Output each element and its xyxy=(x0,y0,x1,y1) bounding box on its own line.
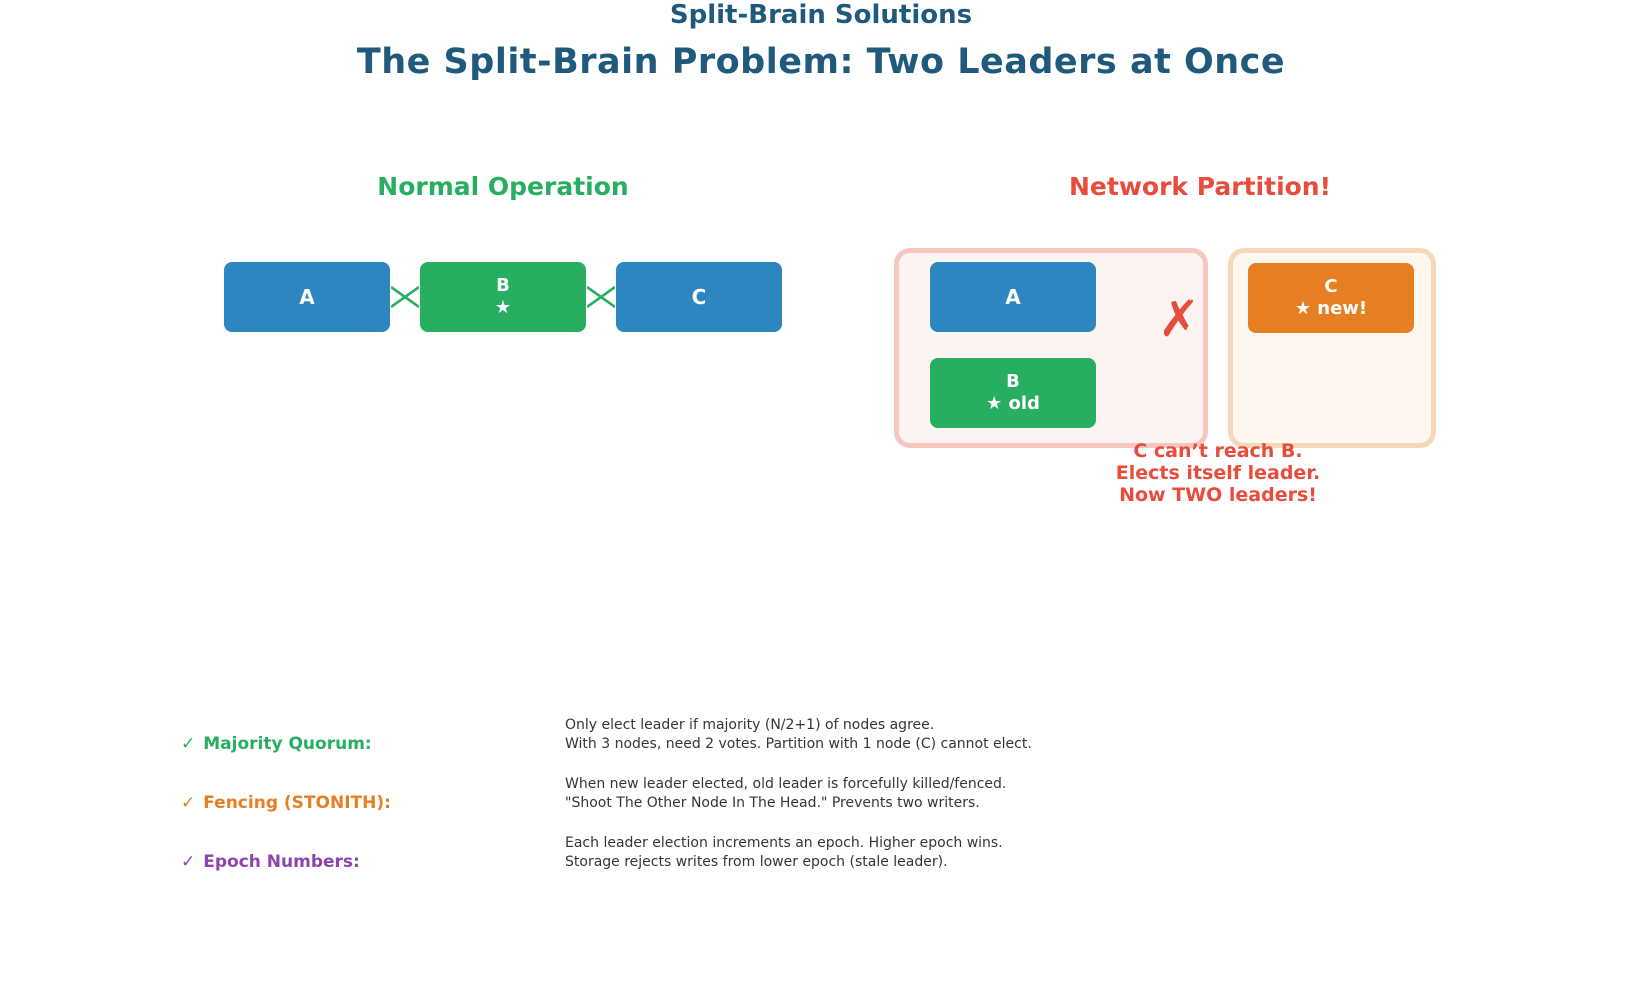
solution-label-text: Epoch Numbers: xyxy=(203,852,360,872)
desc-line: "Shoot The Other Node In The Head." Prev… xyxy=(565,795,980,811)
old-leader-star-label: ★ old xyxy=(986,393,1040,414)
solutions-heading: Split-Brain Solutions xyxy=(669,0,973,30)
node-label: A xyxy=(299,285,315,309)
node-label: B xyxy=(496,275,510,296)
check-icon: ✓ xyxy=(181,793,196,813)
node-a-partitioned: A xyxy=(930,262,1096,332)
node-c-new-leader: C ★ new! xyxy=(1248,263,1414,333)
solution-desc-majority-quorum: Only elect leader if majority (N/2+1) of… xyxy=(565,716,1032,754)
partition-caption: C can’t reach B. Elects itself leader. N… xyxy=(1028,440,1408,506)
desc-line: With 3 nodes, need 2 votes. Partition wi… xyxy=(565,736,1032,752)
solution-label-fencing-stonith: ✓ Fencing (STONITH): xyxy=(181,794,391,813)
node-a: A xyxy=(224,262,390,332)
network-partition-heading: Network Partition! xyxy=(1068,172,1332,201)
desc-line: When new leader elected, old leader is f… xyxy=(565,776,1007,792)
desc-line: Storage rejects writes from lower epoch … xyxy=(565,854,948,870)
check-icon: ✓ xyxy=(181,852,196,872)
new-leader-star-label: ★ new! xyxy=(1294,298,1368,319)
node-label: B xyxy=(1006,371,1020,392)
desc-line: Only elect leader if majority (N/2+1) of… xyxy=(565,717,935,733)
node-label: C xyxy=(1324,276,1338,297)
solution-label-epoch-numbers: ✓ Epoch Numbers: xyxy=(181,853,360,872)
node-b-leader: B ★ xyxy=(420,262,586,332)
desc-line: Each leader election increments an epoch… xyxy=(565,835,1003,851)
caption-line: Now TWO leaders! xyxy=(1119,484,1317,506)
normal-operation-heading: Normal Operation xyxy=(377,172,629,201)
check-icon: ✓ xyxy=(181,734,196,754)
link-icon xyxy=(587,286,615,308)
caption-line: C can’t reach B. xyxy=(1133,440,1303,462)
leader-star-icon: ★ xyxy=(494,297,512,318)
page-title: The Split-Brain Problem: Two Leaders at … xyxy=(356,42,1286,82)
node-label: C xyxy=(691,285,707,309)
node-c: C xyxy=(616,262,782,332)
caption-line: Elects itself leader. xyxy=(1115,462,1321,484)
node-label: A xyxy=(1005,285,1021,309)
solution-label-majority-quorum: ✓ Majority Quorum: xyxy=(181,735,372,754)
solution-desc-epoch-numbers: Each leader election increments an epoch… xyxy=(565,834,1003,872)
network-cut-icon: ✗ xyxy=(1158,290,1200,348)
solution-label-text: Fencing (STONITH): xyxy=(203,793,391,813)
solution-label-text: Majority Quorum: xyxy=(203,734,372,754)
solution-desc-fencing-stonith: When new leader elected, old leader is f… xyxy=(565,775,1006,813)
link-icon xyxy=(391,286,419,308)
node-b-old-leader: B ★ old xyxy=(930,358,1096,428)
